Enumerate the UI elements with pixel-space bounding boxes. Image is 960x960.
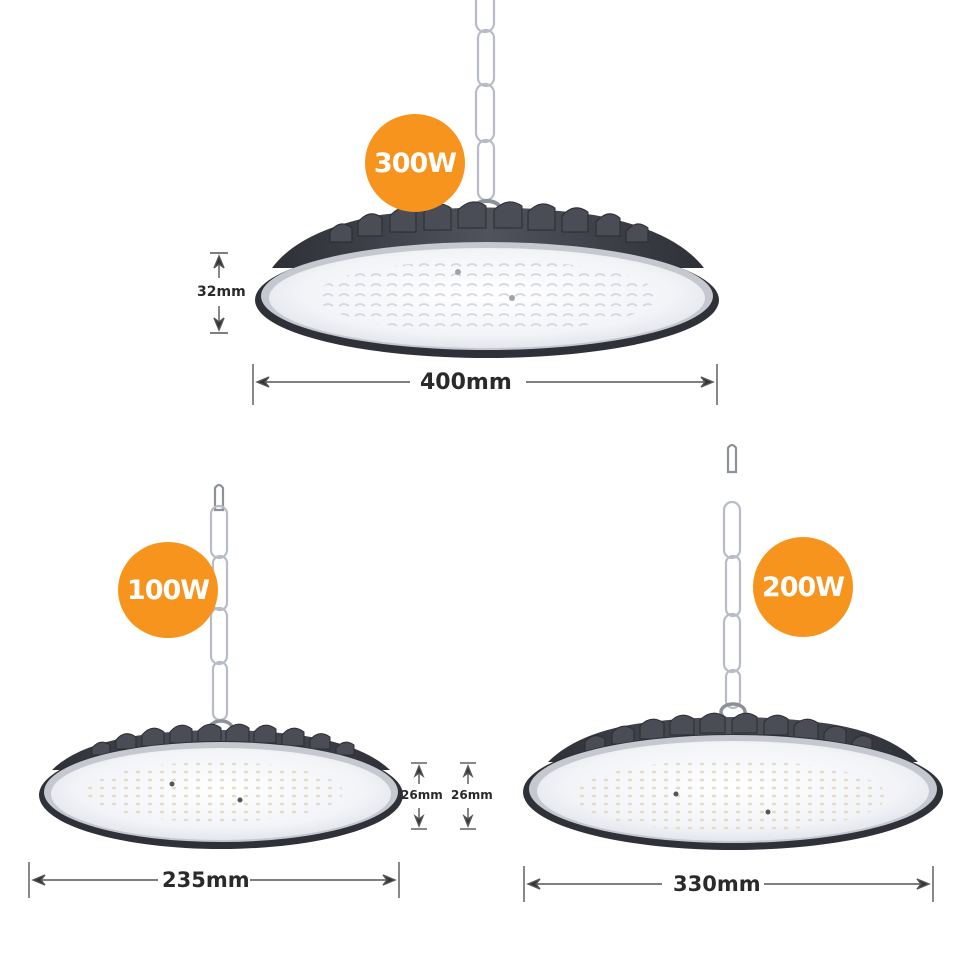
- dimension-26mm-left: [411, 762, 427, 830]
- height-label-32mm: 32mm: [197, 284, 246, 300]
- lamp-300w: [255, 0, 719, 358]
- diameter-label-235mm: 235mm: [162, 868, 250, 892]
- diameter-label-400mm: 400mm: [420, 370, 512, 395]
- dimension-26mm-right: [460, 762, 476, 830]
- dimension-32mm: [210, 252, 228, 334]
- diameter-label-330mm: 330mm: [673, 872, 761, 896]
- height-label-26mm-b: 26mm: [451, 788, 493, 802]
- lamp-100w: [39, 483, 403, 849]
- wattage-badge-200w: 200W: [753, 537, 853, 637]
- chain: [474, 0, 496, 202]
- wattage-label: 300W: [373, 147, 457, 179]
- wattage-label: 100W: [126, 574, 210, 606]
- height-label-26mm-a: 26mm: [401, 788, 443, 802]
- dimension-400mm: [252, 364, 718, 405]
- lamp-200w: [523, 443, 943, 850]
- dimension-235mm: [28, 862, 400, 898]
- wattage-badge-300w: 300W: [365, 114, 465, 212]
- wattage-badge-100w: 100W: [118, 542, 218, 638]
- wattage-label: 200W: [761, 571, 845, 603]
- dimension-330mm: [523, 866, 934, 902]
